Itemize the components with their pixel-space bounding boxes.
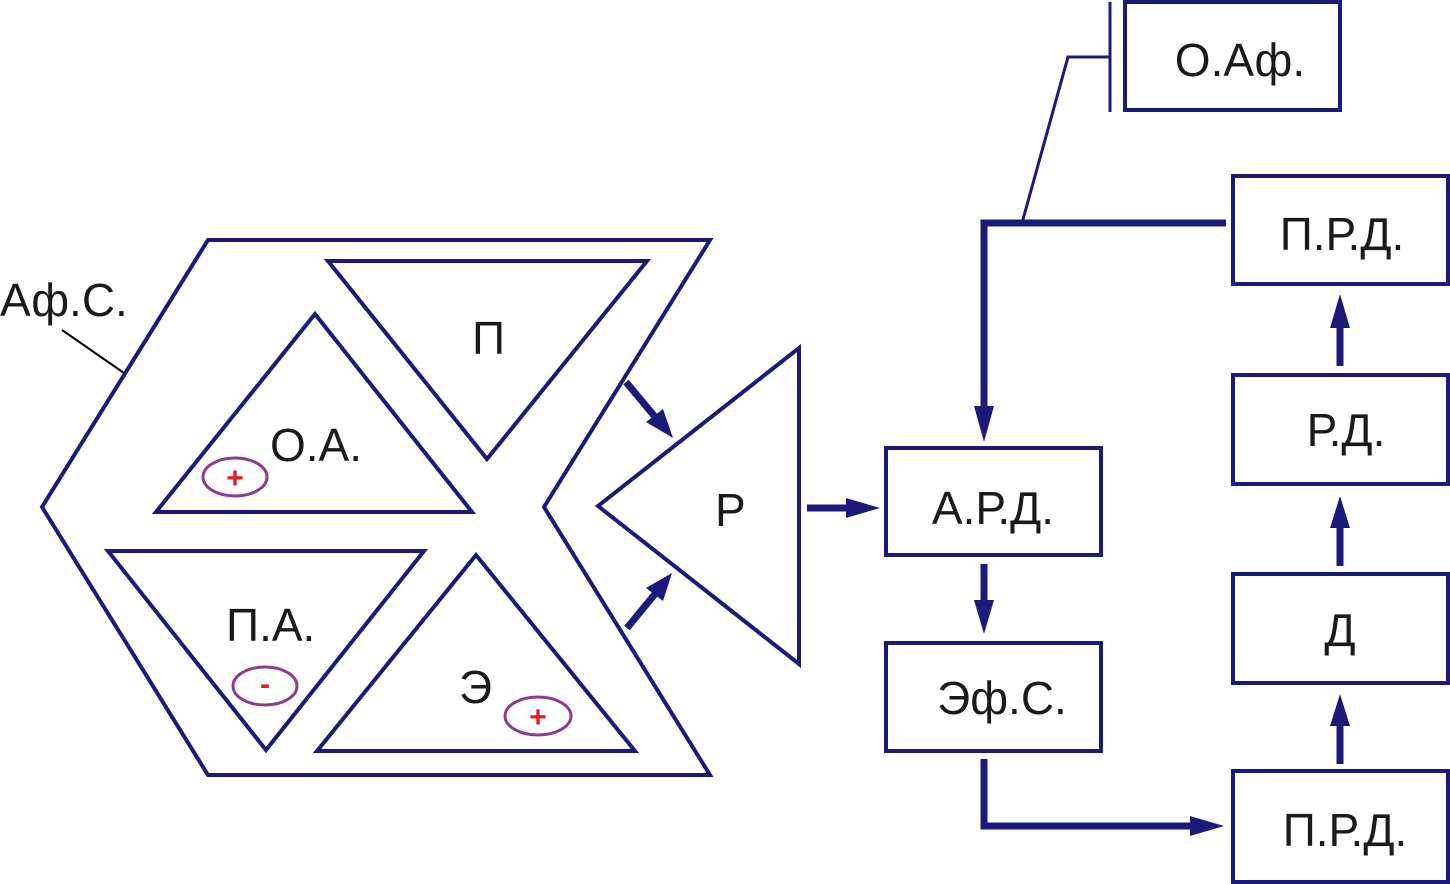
arrow-motivation-to-decision-line — [623, 379, 659, 421]
prd-bottom-label: П.Р.Д. — [1283, 804, 1408, 856]
trigger-afferentation-triangle — [103, 549, 429, 754]
arrow-memory-to-decision-head — [646, 573, 672, 601]
trigger-sign-oval — [231, 665, 299, 707]
decision-triangle — [594, 343, 801, 669]
arrow-decision-to-ard-head — [846, 498, 880, 518]
arrow-efs-to-prd-head — [1190, 816, 1224, 836]
trigger-afferentation-label: П.А. — [226, 599, 315, 651]
prd-top-label: П.Р.Д. — [1280, 208, 1405, 260]
arrow-action-to-rd-head — [1330, 496, 1350, 528]
prd-bottom-box — [1231, 769, 1450, 884]
feedback-prd-to-ard-head — [974, 406, 994, 442]
situational-afferentation-label: О.А. — [270, 419, 362, 471]
situational-sign-oval — [201, 456, 269, 498]
efs-label: Эф.С. — [937, 672, 1067, 724]
situational-afferentation-triangle — [151, 310, 477, 514]
reverse-afferentation-branch — [1020, 55, 1110, 224]
reverse-afferentation-label: О.Аф. — [1175, 34, 1305, 86]
ard-label: А.Р.Д. — [932, 482, 1054, 534]
afferent-synthesis-label: Аф.С. — [0, 274, 128, 326]
rd-label: Р.Д. — [1307, 404, 1386, 456]
memory-triangle — [312, 551, 640, 753]
afferent-synthesis-shape — [39, 238, 714, 777]
arrow-ard-to-efs-head — [974, 600, 994, 634]
memory-sign: + — [529, 701, 547, 734]
memory-sign-oval — [503, 695, 573, 737]
action-box — [1231, 572, 1450, 685]
action-label: Д — [1324, 604, 1355, 656]
arrow-rd-to-prd-top-head — [1330, 294, 1350, 328]
rd-box — [1231, 373, 1450, 486]
arrow-motivation-to-decision-head — [646, 409, 673, 438]
feedback-prd-to-ard-line — [980, 219, 1226, 412]
arrow-memory-to-decision-line — [624, 591, 658, 631]
motivation-triangle — [323, 259, 652, 463]
prd-top-box — [1231, 174, 1450, 286]
efs-box — [884, 641, 1103, 753]
ard-box — [884, 446, 1103, 557]
decision-label: Р — [715, 484, 746, 536]
motivation-label: П — [472, 312, 505, 364]
arrow-prd-to-action-head — [1330, 694, 1350, 726]
trigger-sign: - — [260, 668, 270, 701]
situational-sign: + — [226, 462, 244, 495]
arrow-efs-to-prd-line — [980, 759, 1192, 830]
reverse-afferentation-box — [1123, 0, 1342, 112]
memory-label: Э — [459, 661, 492, 713]
afferent-synthesis-leader — [61, 329, 125, 374]
